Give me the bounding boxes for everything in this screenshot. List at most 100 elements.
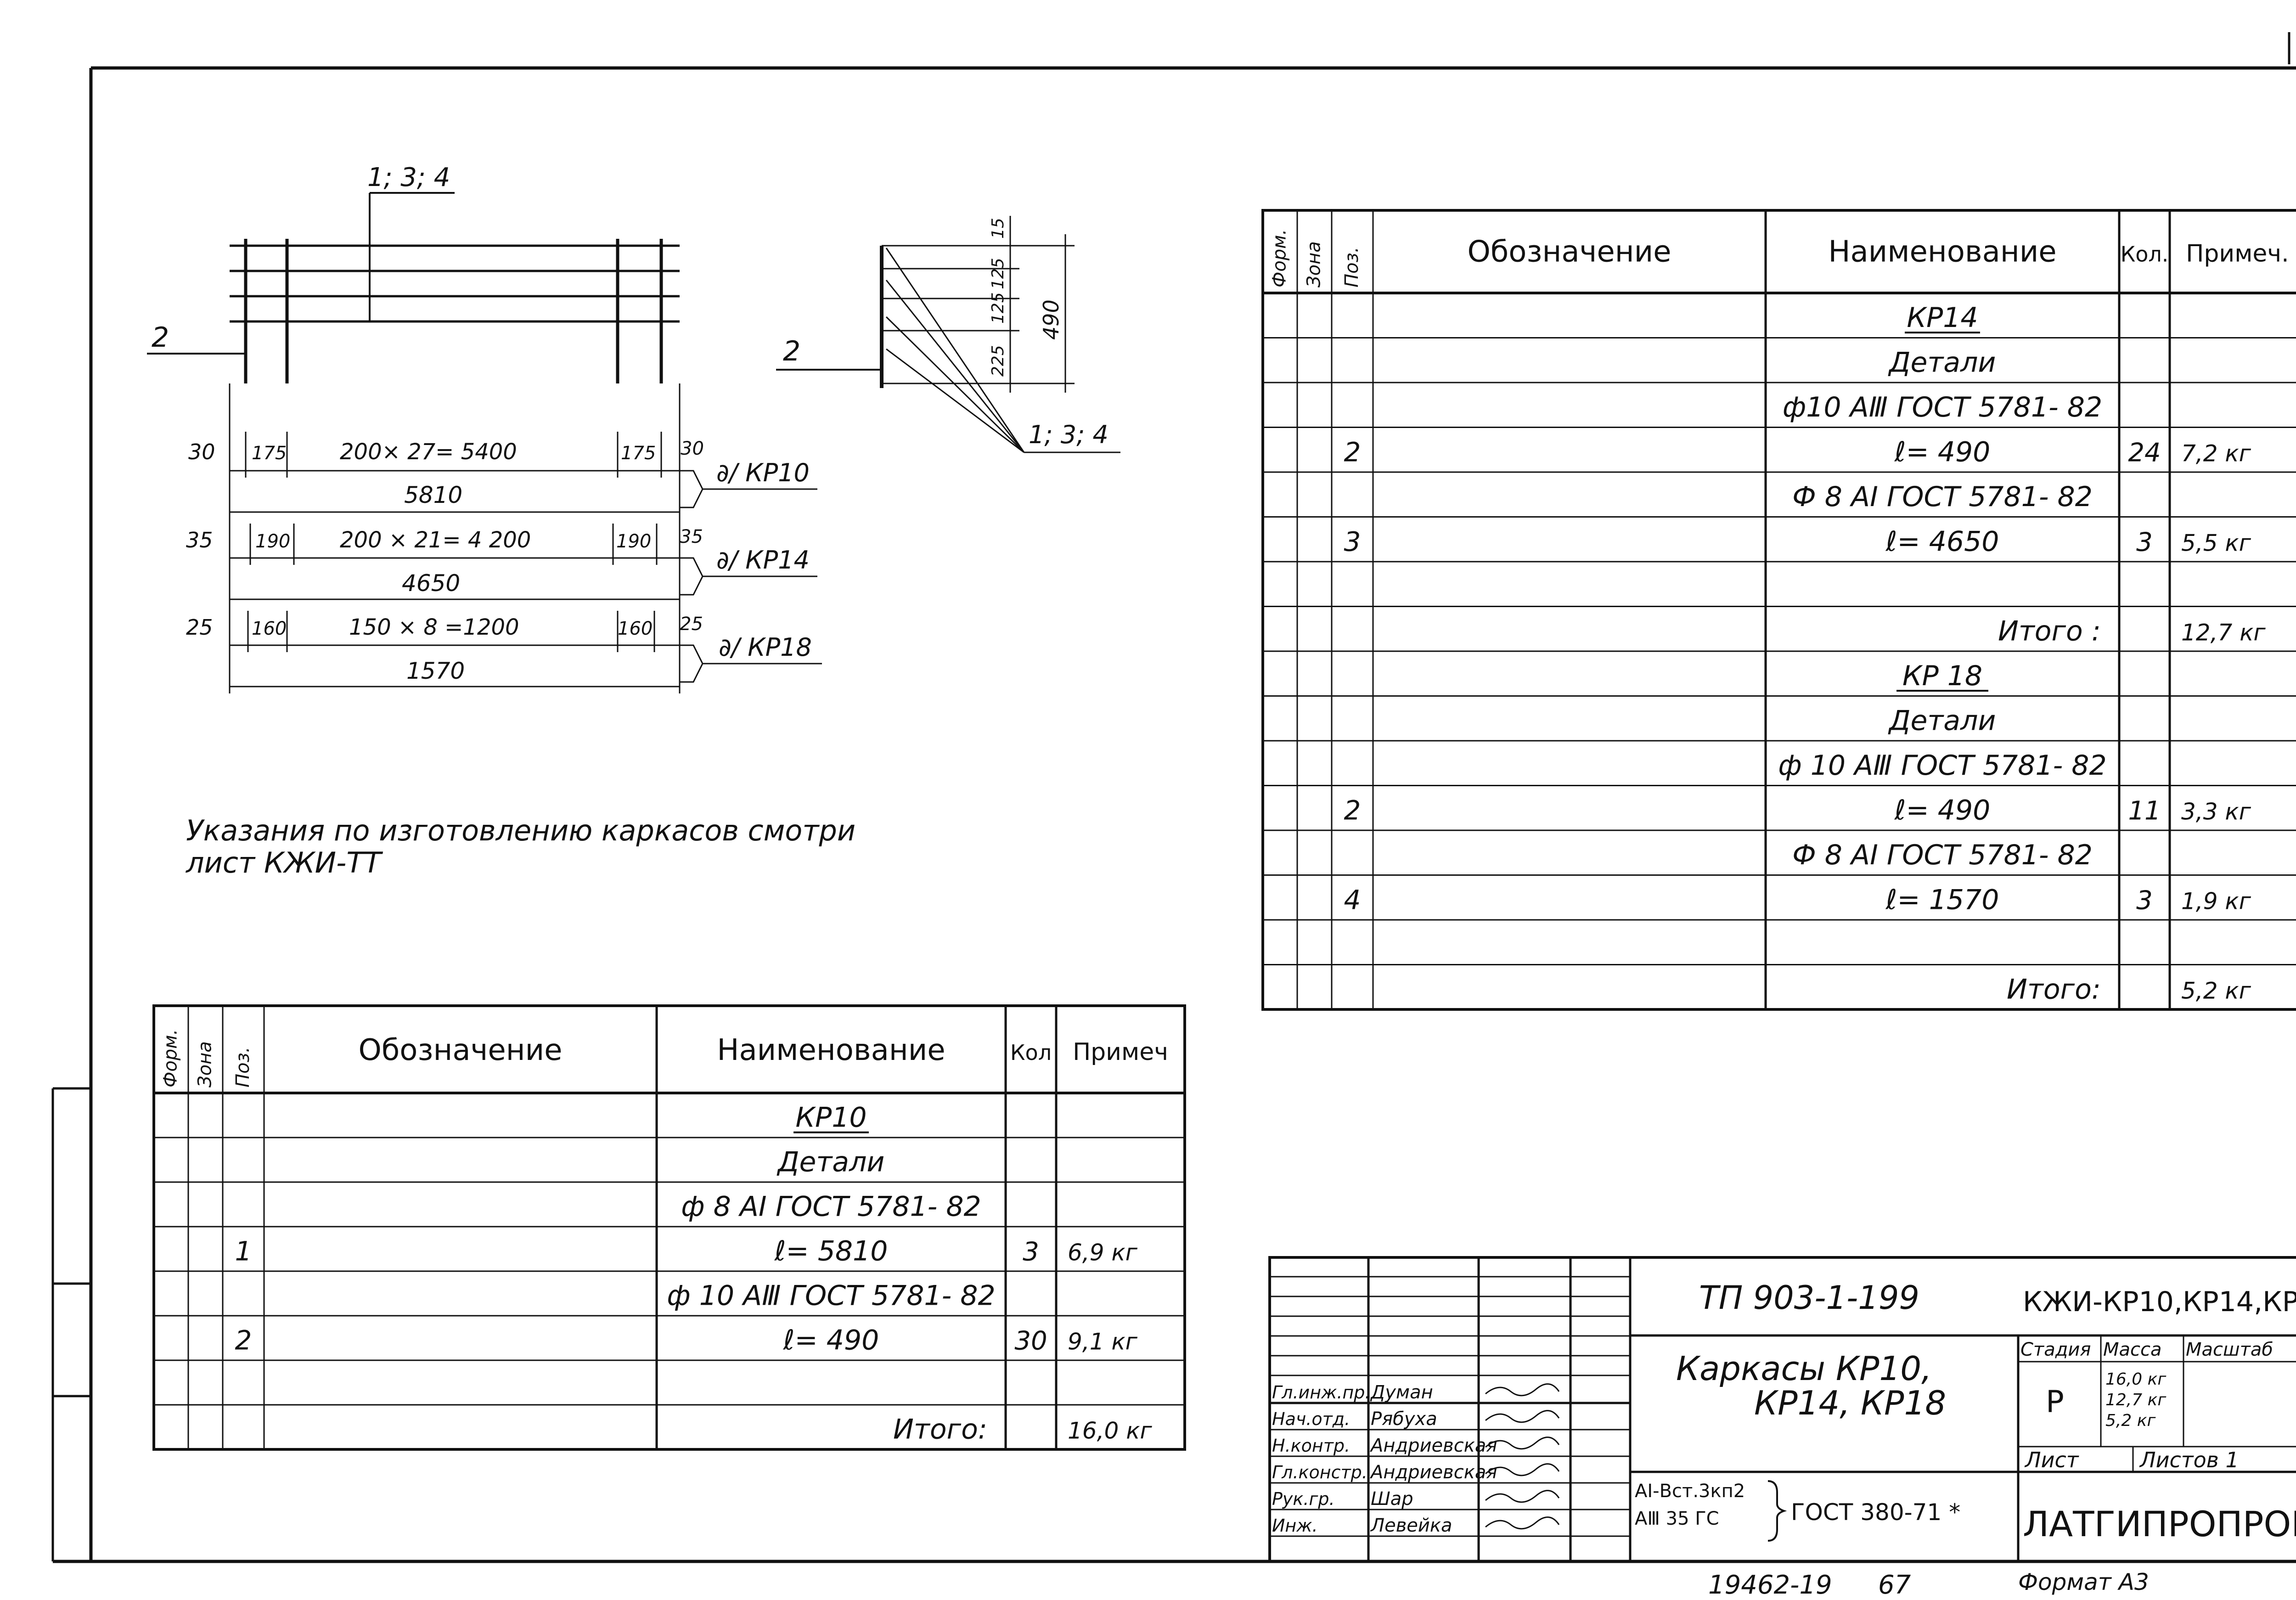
inventory-number: 19462-19 bbox=[1708, 1570, 1832, 1600]
header-note: Примеч. bbox=[2186, 240, 2289, 268]
signer-role: Гл.констр. bbox=[1272, 1462, 1367, 1482]
spec-row: Итого:5,2 кг bbox=[2007, 974, 2251, 1006]
row-name: Итого: bbox=[893, 1414, 987, 1446]
row-name: Детали bbox=[1888, 347, 1996, 379]
signature bbox=[1485, 1463, 1560, 1476]
dim-spacing-left: 190 bbox=[255, 531, 290, 552]
row-name: Детали bbox=[1888, 705, 1996, 737]
row-position: 2 bbox=[235, 1325, 252, 1356]
row-name: КР 18 bbox=[1902, 660, 1982, 692]
spec-row: ф10 АⅢ ГОСТ 5781- 82 bbox=[1783, 391, 2102, 423]
row-name: ф 8 АI ГОСТ 5781- 82 bbox=[681, 1191, 981, 1223]
header-pos: Поз. bbox=[232, 1047, 253, 1087]
signer-list: Гл.инж.пр.ДуманНач.отд.РябухаН.контр.Анд… bbox=[1272, 1382, 1560, 1536]
row-qty: 11 bbox=[2128, 796, 2161, 826]
frame-elevation-drawing: 1; 3; 4 2 30 175 200× 27= 5400 175 30 58… bbox=[147, 163, 822, 693]
mass-label: Масса bbox=[2103, 1339, 2162, 1360]
row-name: Итого : bbox=[1998, 615, 2101, 648]
doc-code: ТП 903-1-199 bbox=[1699, 1279, 1919, 1317]
paper-format: Формат А3 bbox=[2018, 1569, 2149, 1595]
signer-name: Думан bbox=[1370, 1382, 1433, 1403]
header-note: Примеч bbox=[1073, 1038, 1168, 1066]
spec-row: ф 10 АⅢ ГОСТ 5781- 82 bbox=[1778, 749, 2106, 782]
side-dim-1: 15 bbox=[989, 218, 1007, 239]
signer-name: Рябуха bbox=[1371, 1408, 1437, 1430]
signer-role: Гл.инж.пр. bbox=[1272, 1382, 1370, 1403]
dim-total: 1570 bbox=[406, 658, 465, 684]
bar-label-left: 2 bbox=[152, 321, 169, 354]
signer-row: Нач.отд. Рябуха bbox=[1272, 1408, 1560, 1430]
header-form: Форм. bbox=[160, 1029, 181, 1087]
scale-label: Масштаб bbox=[2186, 1339, 2273, 1360]
spec-row: Ф 8 АI ГОСТ 5781- 82 bbox=[1792, 839, 2093, 871]
row-name: ф 10 АⅢ ГОСТ 5781- 82 bbox=[1778, 749, 2106, 782]
header-zone: Зона bbox=[195, 1041, 216, 1087]
row-name: Детали bbox=[777, 1146, 885, 1178]
gost: ГОСТ 380-71 * bbox=[1791, 1499, 1960, 1526]
signature bbox=[1485, 1516, 1560, 1530]
header-form: Форм. bbox=[1269, 229, 1290, 287]
dimension-row-1: 30 175 200× 27= 5400 175 30 5810 ∂/ КР10 bbox=[188, 383, 817, 519]
row-note: 3,3 кг bbox=[2181, 799, 2251, 825]
dim-end-left: 35 bbox=[186, 528, 213, 552]
dim-middle: 200× 27= 5400 bbox=[340, 439, 517, 465]
row-qty: 3 bbox=[1023, 1237, 1039, 1267]
row-note: 5,2 кг bbox=[2181, 978, 2251, 1004]
row-name: ℓ= 490 bbox=[783, 1324, 879, 1357]
sheets-label: Листов 1 bbox=[2139, 1448, 2239, 1472]
header-zone: Зона bbox=[1304, 241, 1325, 287]
row-name: Ф 8 АI ГОСТ 5781- 82 bbox=[1792, 839, 2093, 871]
side-dim-3: 125 bbox=[989, 292, 1007, 324]
title-line-2: КР14, КР18 bbox=[1754, 1384, 1946, 1422]
dim-spacing-left: 160 bbox=[252, 618, 287, 639]
spec-row: Детали bbox=[1888, 347, 1996, 379]
title-block: Гл.инж.пр.ДуманНач.отд.РябухаН.контр.Анд… bbox=[1268, 1256, 2296, 1563]
row-name: ф 10 АⅢ ГОСТ 5781- 82 bbox=[667, 1280, 995, 1312]
signer-name: Андриевская bbox=[1369, 1462, 1497, 1483]
spec-row: Итого: 16,0 кг bbox=[893, 1414, 1152, 1446]
fabrication-note: Указания по изготовлению каркасов смотри… bbox=[186, 814, 855, 879]
spec-row: ф 10 АⅢ ГОСТ 5781- 82 bbox=[667, 1280, 995, 1312]
row-note: 7,2 кг bbox=[2181, 440, 2251, 467]
header-name: Наименование bbox=[1828, 235, 2056, 269]
spec-row: Детали bbox=[1888, 705, 1996, 737]
dim-middle: 200 × 21= 4 200 bbox=[340, 527, 531, 553]
signer-row: Гл.инж.пр.Думан bbox=[1272, 1382, 1560, 1403]
spec-row: Ф 8 АI ГОСТ 5781- 82 bbox=[1792, 481, 2093, 513]
signature bbox=[1485, 1490, 1560, 1503]
dim-end-right: 35 bbox=[680, 526, 703, 547]
dim-spacing-left: 175 bbox=[252, 443, 287, 464]
side-dim-total: 490 bbox=[1039, 299, 1064, 340]
signer-row: Н.контр.Андриевская bbox=[1272, 1435, 1560, 1456]
header-designation: Обозначение bbox=[358, 1033, 562, 1067]
spec-row: КР10 bbox=[793, 1102, 869, 1134]
row-note: 9,1 кг bbox=[1068, 1329, 1138, 1355]
mass-3: 5,2 кг bbox=[2105, 1411, 2156, 1430]
dim-end-right: 25 bbox=[680, 614, 703, 635]
dim-end-left: 25 bbox=[186, 615, 213, 640]
signer-role: Нач.отд. bbox=[1272, 1409, 1350, 1429]
row-note: 12,7 кг bbox=[2181, 620, 2266, 646]
signer-role: Н.контр. bbox=[1272, 1436, 1350, 1456]
row-position: 4 bbox=[1344, 885, 1361, 916]
dim-spacing-right: 160 bbox=[618, 618, 653, 639]
signer-row: Рук.гр.Шар bbox=[1272, 1488, 1560, 1510]
signature bbox=[1485, 1437, 1560, 1450]
dim-ref: ∂/ КР10 bbox=[716, 458, 810, 487]
row-position: 2 bbox=[1344, 795, 1361, 826]
spec-row: КР 18 bbox=[1896, 660, 1988, 692]
row-position: 3 bbox=[1344, 526, 1361, 558]
page-footer-number: 67 bbox=[1878, 1570, 1911, 1600]
row-name: КР14 bbox=[1907, 302, 1978, 334]
row-name: ф10 АⅢ ГОСТ 5781- 82 bbox=[1783, 391, 2102, 423]
note-line-2: лист КЖИ-ТТ bbox=[186, 846, 383, 879]
row-note: 16,0 кг bbox=[1068, 1418, 1152, 1444]
title-line-1: Каркасы КР10, bbox=[1676, 1349, 1932, 1388]
